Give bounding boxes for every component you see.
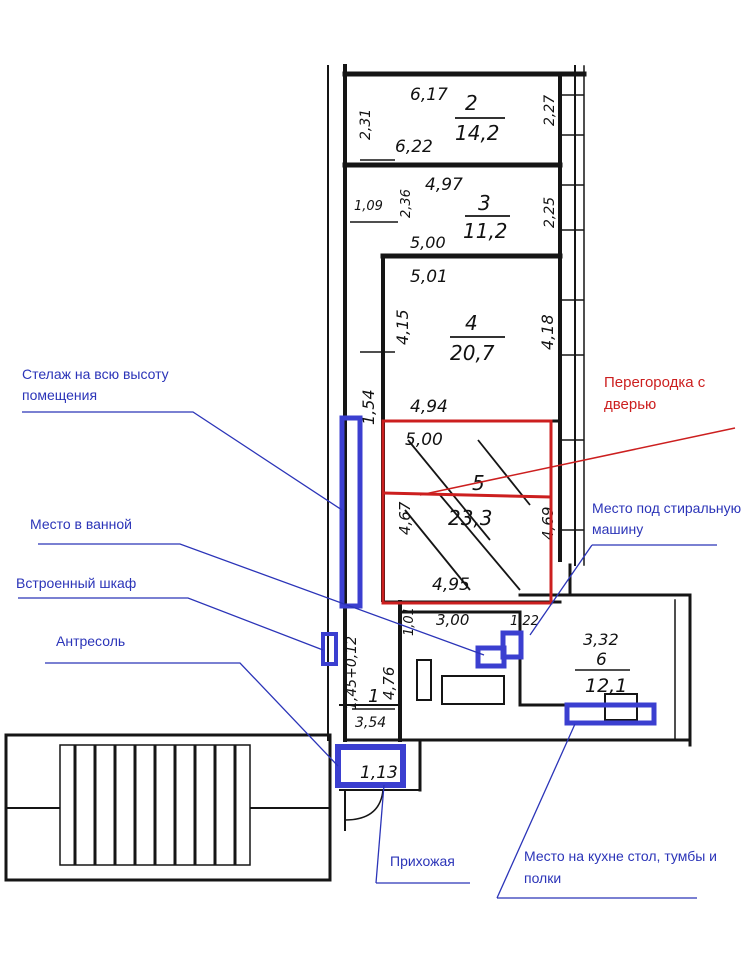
room-3-area: 11,2 xyxy=(463,219,508,243)
stairwell xyxy=(4,733,332,882)
room-6-number: 6 xyxy=(596,650,607,670)
room-5-red-outline xyxy=(381,419,553,605)
room-2-labels: 6,17 2 14,2 6,22 2,31 2,27 xyxy=(358,85,558,157)
room-1-labels: 1,45+0,12 4,76 1 3,54 1,13 xyxy=(344,636,398,783)
hallway-label-box: Прихожая xyxy=(390,853,455,869)
annotation-leaders xyxy=(18,411,717,899)
washer-label-box: Место под стиральную машину xyxy=(592,500,742,537)
room-5-bottom-dim: 4,95 xyxy=(432,575,470,595)
kitchen-label: Место на кухне стол, тумбы и полки xyxy=(524,848,717,886)
dimension-ticks xyxy=(350,159,398,353)
closet-marker xyxy=(321,632,338,666)
window-marks xyxy=(560,94,584,531)
room-3-bottom-dim: 5,00 xyxy=(410,233,446,252)
kitchen-spot-marker xyxy=(564,702,657,726)
partition-label: Перегородка с дверью xyxy=(604,374,706,413)
mezzanine-leader xyxy=(45,662,339,767)
room-3-extra-dim: 1,09 xyxy=(354,199,383,214)
partition-line xyxy=(382,491,552,499)
room-6-top-dim: 3,32 xyxy=(583,630,619,649)
room-3-top-dim: 4,97 xyxy=(425,175,463,195)
bath-spot-label-box: Место в ванной xyxy=(30,516,132,532)
closet-label-box: Встроенный шкаф xyxy=(16,575,137,591)
kitchen-leader xyxy=(496,723,576,899)
room-2-left-dim: 2,31 xyxy=(358,109,374,140)
room-2-bottom-dim: 6,22 xyxy=(395,137,433,157)
room-4-labels: 5,01 4 20,7 4,94 4,15 4,18 1,54 xyxy=(359,267,557,425)
room-4-left-dim: 4,15 xyxy=(393,309,412,345)
room-3-right-dim: 2,25 xyxy=(542,197,558,228)
room-2-right-dim: 2,27 xyxy=(542,95,558,126)
room-3-number: 3 xyxy=(478,191,491,215)
room-1-corridor-dim: 1,45+0,12 xyxy=(344,636,360,710)
room-2-top-dim: 6,17 xyxy=(410,85,448,105)
partition-label-box: Перегородка с дверью xyxy=(604,374,706,413)
room-1-area: 1,13 xyxy=(360,763,398,783)
hallway-label: Прихожая xyxy=(390,853,455,869)
partition-overlay xyxy=(381,419,736,605)
room-2-number: 2 xyxy=(465,91,478,115)
room-5-right-dim: 4,69 xyxy=(539,507,557,540)
mezzanine-label-box: Антресоль xyxy=(56,633,126,649)
shelving-label: Стелаж на всю высоту помещения xyxy=(22,366,169,403)
bath-spot-leader xyxy=(38,543,485,656)
room-2-area: 14,2 xyxy=(455,121,500,145)
washer-spot-marker xyxy=(500,630,524,660)
hallway-leader xyxy=(375,784,385,884)
corridor-length-dim: 1,54 xyxy=(359,389,378,425)
room-4-right-dim: 4,18 xyxy=(538,314,557,350)
washer-label: Место под стиральную машину xyxy=(592,500,742,537)
washer-leader xyxy=(529,544,593,636)
partition-leader-line xyxy=(419,427,736,496)
closet-leader xyxy=(18,597,324,651)
room-3-labels: 4,97 3 11,2 5,00 2,36 2,25 1,09 xyxy=(354,175,558,252)
room-5-left-dim: 4,67 xyxy=(396,501,414,535)
kitchen-label-box: Место на кухне стол, тумбы и полки xyxy=(524,848,717,886)
bath-spot-label: Место в ванной xyxy=(30,516,132,532)
mezzanine-label: Антресоль xyxy=(56,633,126,649)
room-5-labels: 5,00 5 23,3 4,95 4,67 4,69 xyxy=(396,430,557,595)
room-1-number: 1 xyxy=(368,686,379,707)
room5-hatching xyxy=(404,439,531,591)
room-1-width-dim: 3,54 xyxy=(355,715,386,731)
bath-spot-marker xyxy=(475,645,507,669)
room-4-area: 20,7 xyxy=(450,341,495,365)
room-4-number: 4 xyxy=(465,311,478,335)
shelving-leader xyxy=(22,411,343,511)
bath-and-kitchen-labels: 3,00 1,22 1,01 3,32 6 12,1 xyxy=(402,607,630,697)
room-4-top-dim: 5,01 xyxy=(410,267,448,287)
room-5-top-dim: 5,00 xyxy=(405,430,443,450)
shelving-label-box: Стелаж на всю высоту помещения xyxy=(22,366,169,403)
bath-width-dim: 3,00 xyxy=(436,611,469,629)
room-4-bottom-dim: 4,94 xyxy=(410,397,448,417)
bath-length-dim: 1,01 xyxy=(402,607,417,636)
room-3-left-dim: 2,36 xyxy=(399,189,414,218)
room-5-area: 23,3 xyxy=(448,506,493,530)
room-1-length-dim: 4,76 xyxy=(380,667,398,700)
closet-label: Встроенный шкаф xyxy=(16,575,137,591)
wash-width-dim: 1,22 xyxy=(510,614,539,629)
room-6-area: 12,1 xyxy=(585,675,627,697)
